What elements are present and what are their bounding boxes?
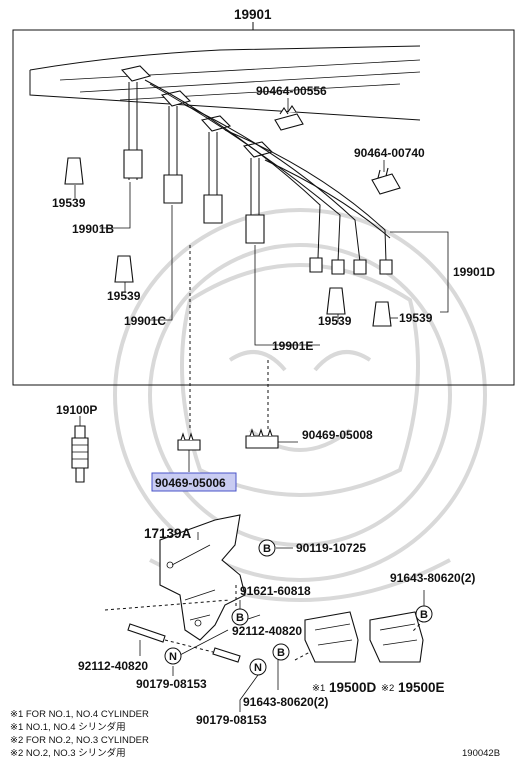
callout-b2: B xyxy=(231,608,249,626)
label-boot-right: 19539 xyxy=(399,311,433,325)
callout-n1: N xyxy=(164,647,182,665)
label-clamp-05008: 90469-05008 xyxy=(302,428,373,442)
label-cord-c: 19901C xyxy=(124,314,166,328)
label-nut-08153-b: 90179-08153 xyxy=(196,713,267,727)
label-bracket: 17139A xyxy=(144,526,192,541)
lower-clamps xyxy=(177,428,298,472)
svg-text:B: B xyxy=(236,612,244,624)
svg-text:N: N xyxy=(254,662,262,674)
dashed-lines-upper xyxy=(189,245,269,430)
watermark-emblem xyxy=(113,208,487,602)
callout-n2: N xyxy=(249,658,267,676)
cord-boots xyxy=(120,65,274,244)
callout-b1: B xyxy=(258,539,276,557)
footnote-line: ※2 NO.2, NO.3 シリンダ用 xyxy=(10,747,126,759)
mark-coil-e: ※2 xyxy=(381,683,394,694)
label-clamp-upper: 90464-00556 xyxy=(256,84,327,98)
label-bolt-80620-mid: 91643-80620(2) xyxy=(243,695,328,709)
label-bolt-10725: 90119-10725 xyxy=(296,541,366,555)
studs-and-nuts xyxy=(104,599,259,712)
label-spark-plug: 19100P xyxy=(56,403,97,417)
leader-lines-box xyxy=(74,98,449,346)
callout-b3: B xyxy=(272,643,290,661)
footnote-line: ※1 FOR NO.1, NO.4 CYLINDER xyxy=(10,709,149,720)
label-main-assembly: 19901 xyxy=(234,7,272,22)
label-stud-40820-left: 92112-40820 xyxy=(78,659,148,673)
label-cord-d: 19901D xyxy=(453,265,495,279)
footnotes: ※1 FOR NO.1, NO.4 CYLINDER ※1 NO.1, NO.4… xyxy=(10,709,149,759)
loose-boots xyxy=(64,157,392,327)
footnote-line: ※1 NO.1, NO.4 シリンダ用 xyxy=(10,721,126,733)
label-clamp-right: 90464-00740 xyxy=(354,146,425,160)
label-boot-left-upper: 19539 xyxy=(52,196,86,210)
figure-code: 190042B xyxy=(462,748,500,759)
callout-b4: B xyxy=(415,605,433,623)
label-coil-d: 19500D xyxy=(329,680,377,695)
highlighted-part-box xyxy=(151,472,237,492)
cord-clamps xyxy=(274,105,401,195)
label-coil-e: 19500E xyxy=(398,680,445,695)
svg-text:B: B xyxy=(420,609,428,621)
label-bolt-80620-right: 91643-80620(2) xyxy=(390,571,475,585)
mark-coil-d: ※1 xyxy=(312,683,325,694)
label-cord-b: 19901B xyxy=(72,222,114,236)
label-bolt-60818: 91621-60818 xyxy=(240,584,311,598)
label-cord-e: 19901E xyxy=(272,339,313,353)
svg-text:N: N xyxy=(169,651,177,663)
label-nut-08153-a: 90179-08153 xyxy=(136,677,207,691)
svg-text:B: B xyxy=(277,647,285,659)
spark-plug xyxy=(71,416,89,483)
cord-wires xyxy=(144,79,393,275)
label-clamp-05006: 90469-05006 xyxy=(155,476,226,490)
footnote-line: ※2 FOR NO.2, NO.3 CYLINDER xyxy=(10,735,149,746)
svg-text:B: B xyxy=(263,543,271,555)
label-stud-40820-right: 92112-40820 xyxy=(232,624,302,638)
label-boot-mid: 19539 xyxy=(318,314,352,328)
label-boot-left-lower: 19539 xyxy=(107,289,141,303)
cord-assembly-box xyxy=(12,22,515,386)
engine-cover-outline xyxy=(29,45,421,121)
coil-bracket xyxy=(159,514,246,641)
ignition-coils xyxy=(235,590,425,690)
